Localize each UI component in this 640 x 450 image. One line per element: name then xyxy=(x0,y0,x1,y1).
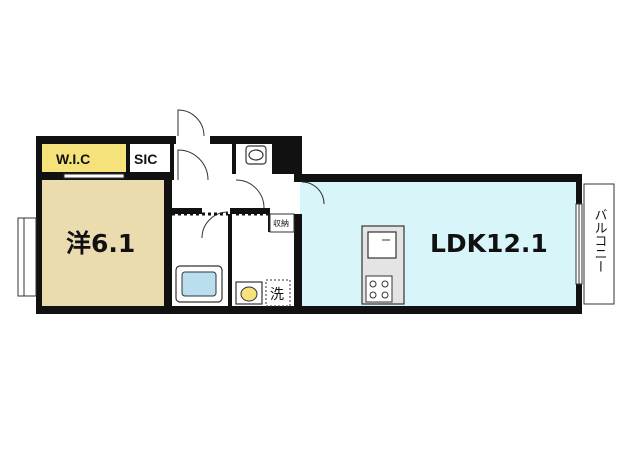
toilet-icon xyxy=(245,145,267,165)
balcony-label: バルコニー xyxy=(592,208,608,273)
kitchen-sink-icon xyxy=(367,231,397,259)
ldk-floor xyxy=(300,180,576,308)
wic-label: W.I.C xyxy=(56,151,90,167)
windows xyxy=(17,173,583,297)
bathtub-icon xyxy=(175,265,223,303)
doors xyxy=(177,109,325,239)
washer-area xyxy=(265,279,291,307)
sic-label: SIC xyxy=(134,151,157,167)
balcony-area xyxy=(583,183,615,305)
washbasin-icon xyxy=(235,281,263,305)
western-room-floor xyxy=(42,180,166,308)
western-room-label: 洋6.1 xyxy=(66,229,135,258)
wic-floor xyxy=(42,144,126,172)
storage-box xyxy=(269,213,295,233)
ldk-label: LDK12.1 xyxy=(430,229,548,258)
washer-label: 洗 xyxy=(270,287,284,303)
storage-label: 収納 xyxy=(273,218,289,228)
stove-icon xyxy=(365,275,393,303)
